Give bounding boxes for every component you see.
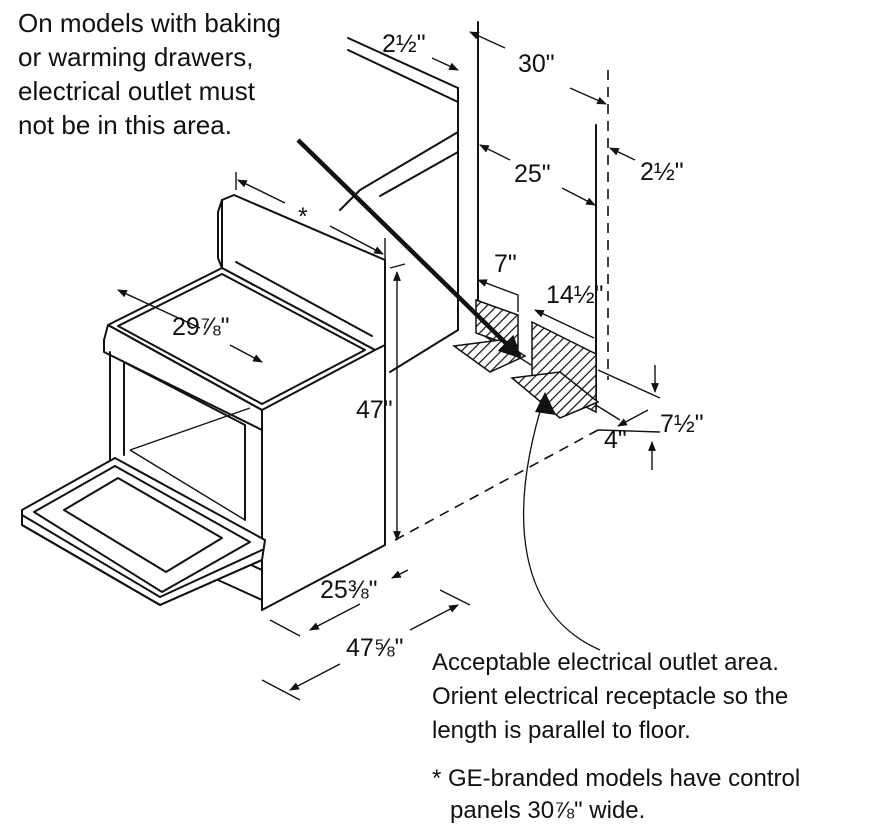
dim-outlet-lower-width: 14½": [546, 281, 604, 309]
dim-side-offset-right: 2½": [640, 158, 684, 186]
footnote-line-1: * GE-branded models have control: [432, 765, 800, 792]
warning-pointer-arrow: [296, 138, 522, 359]
dim-outlet-upper-width: 7": [494, 250, 517, 278]
acceptable-callout-line-1: Acceptable electrical outlet area.: [432, 649, 779, 676]
acceptable-pointer-line: [523, 394, 601, 651]
pointer-lines: [296, 138, 601, 651]
outlet-zones: [452, 298, 600, 419]
dim-outlet-floor-gap: 4": [604, 426, 627, 454]
dim-range-height: 47": [356, 396, 393, 424]
warning-callout-line-2: or warming drawers,: [18, 42, 254, 72]
acceptable-callout-line-2: Orient electrical receptacle so the: [432, 683, 788, 710]
warning-callout: On models with baking or warming drawers…: [18, 8, 281, 140]
oven-door: [21, 457, 266, 606]
footnote-line-2: panels 30⅞" wide.: [450, 797, 645, 824]
dim-range-depth: 25⅜": [320, 576, 378, 604]
dimension-lines: [117, 31, 661, 701]
dim-outlet-height: 7½": [660, 410, 704, 438]
dimension-labels: 2½" 30" 25" 2½" 7" 14½" 7½" 4" 29⅞" * 47…: [172, 30, 704, 662]
warning-callout-line-4: not be in this area.: [18, 110, 232, 140]
dim-side-offset-top: 2½": [382, 30, 426, 58]
dim-outlet-span: 25": [514, 160, 551, 188]
dim-depth-door-open: 47⅝": [346, 634, 404, 662]
range: [103, 194, 386, 611]
warning-callout-line-3: electrical outlet must: [18, 76, 256, 106]
acceptable-callout-line-3: length is parallel to floor.: [432, 717, 691, 744]
acceptable-pointer-arrowhead: [535, 392, 556, 415]
dim-cabinet-width: 30": [518, 50, 555, 78]
warning-callout-line-1: On models with baking: [18, 8, 281, 38]
dim-asterisk: *: [298, 203, 308, 231]
acceptable-callout: Acceptable electrical outlet area. Orien…: [432, 649, 788, 744]
dim-range-width: 29⅞": [172, 313, 230, 341]
footnote: * GE-branded models have control panels …: [432, 765, 800, 824]
